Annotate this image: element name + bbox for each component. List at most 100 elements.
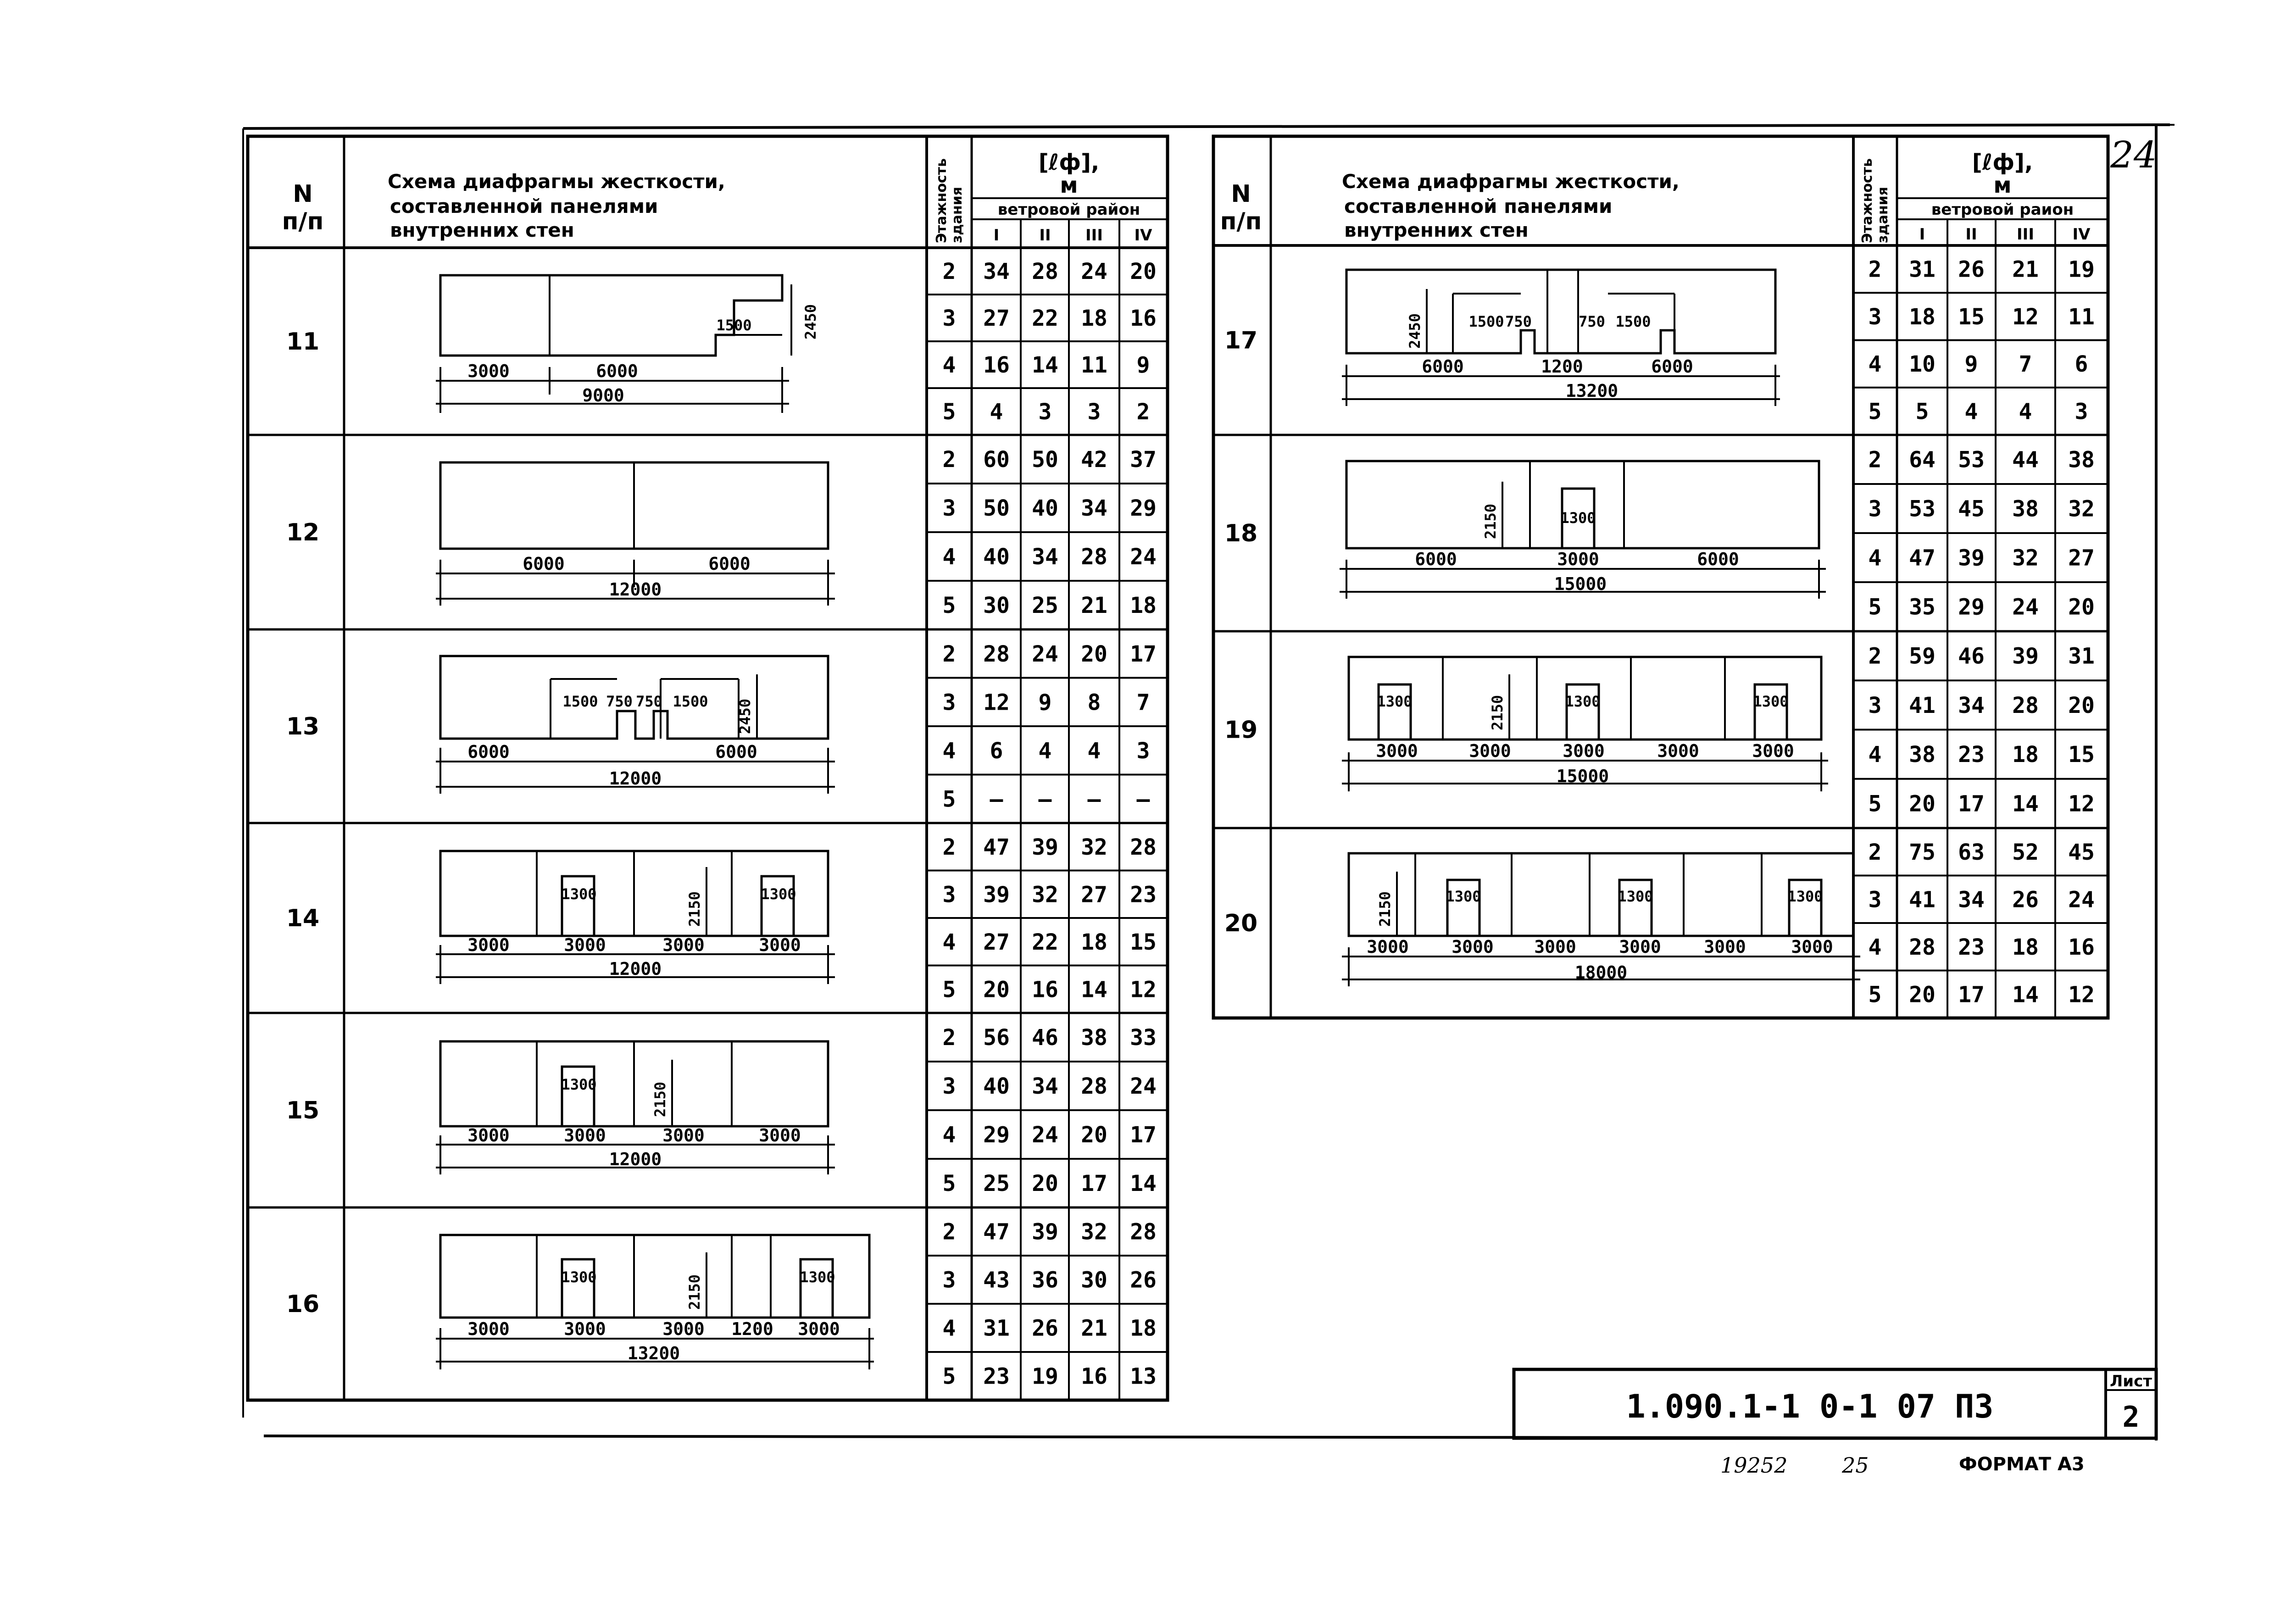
- floors-cell: 5: [943, 399, 956, 425]
- lf-value-cell: 32: [1032, 882, 1058, 907]
- lf-value-cell: 38: [1081, 1025, 1107, 1051]
- lf-value-cell: 38: [1909, 742, 1936, 768]
- row-number-16: 16: [286, 1290, 319, 1318]
- lf-value-cell: 23: [1958, 934, 1985, 960]
- lf-value-cell: 22: [1032, 306, 1058, 331]
- scheme-17-opening-4: 1500: [1615, 313, 1651, 330]
- floors-cell: 3: [1869, 887, 1882, 912]
- lf-value-cell: 31: [983, 1316, 1010, 1341]
- lf-value-cell: 53: [1909, 496, 1936, 522]
- lf-value-cell: 27: [1081, 882, 1107, 907]
- lf-value-cell: 28: [1909, 934, 1936, 960]
- floors-cell: 4: [943, 352, 956, 378]
- lf-value-cell: 21: [2012, 257, 2039, 283]
- lf-value-cell: 25: [1032, 593, 1058, 618]
- lf-value-cell: 3: [2075, 399, 2088, 424]
- lf-value-cell: 12: [983, 690, 1010, 715]
- lf-value-cell: 18: [1130, 1316, 1157, 1341]
- lf-value-cell: 18: [2012, 742, 2039, 768]
- lf-value-cell: 25: [983, 1171, 1010, 1196]
- lf-value-cell: 24: [2012, 595, 2039, 620]
- lf-value-cell: 28: [2012, 693, 2039, 718]
- row-number-18: 18: [1224, 520, 1257, 547]
- wind-region-3-right: III: [2017, 225, 2034, 244]
- lf-value-cell: 2: [1137, 399, 1150, 425]
- scheme-18-total: 15000: [1554, 574, 1607, 594]
- lf-value-cell: —: [990, 786, 1003, 812]
- wind-region-4: IV: [1135, 226, 1153, 245]
- scheme-12-total: 12000: [609, 579, 662, 600]
- lf-value-cell: 20: [1032, 1171, 1058, 1196]
- lf-label: [ℓф],: [1039, 150, 1099, 175]
- lf-value-cell: 3: [1137, 738, 1150, 764]
- scheme-19-span-1: 3000: [1376, 741, 1418, 761]
- number-header-pp: п/п: [282, 208, 324, 235]
- lf-value-cell: 39: [1958, 545, 1985, 571]
- lf-value-cell: 28: [1130, 1219, 1157, 1245]
- scheme-16-span-5: 3000: [798, 1319, 840, 1339]
- scheme-20-span-4: 3000: [1619, 937, 1661, 957]
- wind-region-2-right: II: [1965, 225, 1977, 244]
- floors-cell: 5: [1869, 791, 1882, 817]
- lf-value-cell: 28: [983, 641, 1010, 667]
- floors-cell: 4: [1869, 742, 1882, 768]
- wind-region-3: III: [1085, 226, 1103, 245]
- scheme-title-line-2: составленной панелями: [390, 195, 658, 217]
- scheme-13-height: 2450: [736, 699, 754, 734]
- floors-cell: 3: [943, 690, 956, 715]
- scheme-20-span-5: 3000: [1704, 937, 1746, 957]
- lf-value-cell: 4: [1965, 399, 1978, 424]
- lf-value-cell: 29: [983, 1122, 1010, 1148]
- lf-value-cell: 33: [1130, 1025, 1157, 1051]
- floors-cell: 3: [943, 882, 956, 907]
- lf-value-cell: 4: [2019, 399, 2032, 424]
- lf-value-cell: 40: [983, 1073, 1010, 1099]
- scheme-11-total: 9000: [582, 385, 624, 406]
- scheme-16-total: 13200: [628, 1343, 680, 1363]
- lf-value-cell: 12: [2068, 982, 2095, 1007]
- lf-value-cell: 15: [1130, 929, 1157, 955]
- scheme-title-line-1-right: Схема диафрагмы жесткости,: [1342, 170, 1680, 193]
- row-number-19: 19: [1224, 717, 1257, 744]
- wind-region-1: I: [994, 226, 1000, 245]
- lf-value-cell: 17: [1130, 1122, 1157, 1148]
- lf-value-cell: 38: [2068, 447, 2095, 473]
- lf-value-cell: 56: [983, 1025, 1010, 1051]
- lf-value-cell: 17: [1081, 1171, 1107, 1196]
- row-number-11: 11: [286, 328, 319, 356]
- floors-cell: 4: [943, 738, 956, 764]
- scheme-13-opening-2: 750: [606, 693, 633, 710]
- lf-value-cell: 14: [2012, 982, 2039, 1007]
- lf-value-cell: 26: [1032, 1316, 1058, 1341]
- lf-value-cell: 31: [2068, 644, 2095, 669]
- lf-value-cell: 20: [1909, 982, 1936, 1007]
- scheme-13-opening-1: 1500: [562, 693, 598, 710]
- lf-value-cell: 15: [1958, 304, 1985, 330]
- lf-value-cell: 14: [2012, 791, 2039, 817]
- floors-label-line-1-right: Этажность: [1859, 158, 1875, 243]
- wind-region-label: ветровой район: [998, 200, 1140, 219]
- lf-value-cell: 18: [2012, 934, 2039, 960]
- scheme-16-opening-1: 1300: [561, 1268, 596, 1286]
- scheme-11: 1500 2450 3000 6000 9000: [436, 274, 819, 413]
- number-header-n-right: N: [1231, 180, 1251, 208]
- scheme-18-opening: 1300: [1560, 509, 1596, 527]
- lf-value-cell: 24: [1081, 259, 1107, 284]
- lf-value-cell: 42: [1081, 447, 1107, 473]
- lf-value-cell: 18: [1130, 593, 1157, 618]
- lf-value-cell: 3: [1039, 399, 1052, 425]
- lf-value-cell: 39: [1032, 834, 1058, 860]
- lf-value-cell: 26: [2012, 887, 2039, 912]
- floors-cell: 4: [943, 929, 956, 955]
- lf-value-cell: —: [1039, 786, 1052, 812]
- floors-cell: 2: [943, 447, 956, 473]
- scheme-17-span-3: 6000: [1651, 356, 1693, 377]
- lf-value-cell: 24: [1032, 1122, 1058, 1148]
- floors-cell: 3: [1869, 496, 1882, 522]
- row-number-14: 14: [286, 905, 319, 932]
- floors-cell: 3: [943, 1268, 956, 1293]
- lf-value-cell: 37: [1130, 447, 1157, 473]
- row-number-15: 15: [286, 1097, 319, 1124]
- lf-value-cell: 29: [1958, 595, 1985, 620]
